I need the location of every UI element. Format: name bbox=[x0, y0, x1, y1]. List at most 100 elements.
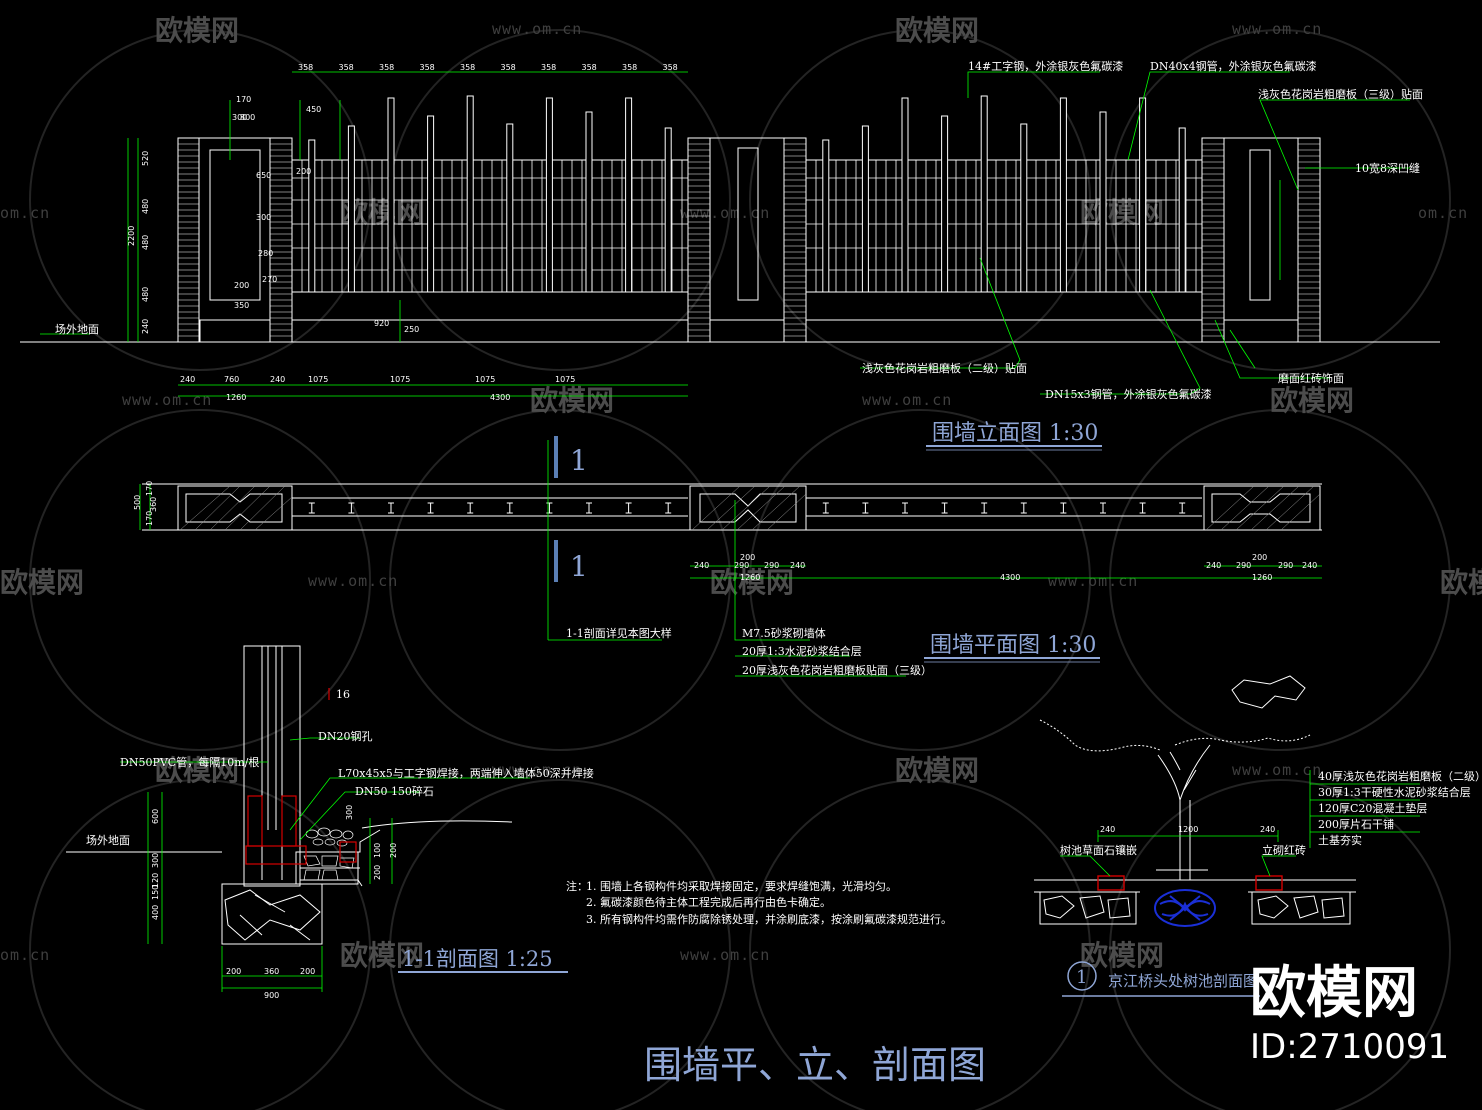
section-marker-bottom: 1 bbox=[570, 550, 588, 583]
tree-pit-right-label: 立砌红砖 bbox=[1262, 843, 1306, 857]
label-granite-3: 浅灰色花岗岩粗磨板（三级）贴面 bbox=[1258, 87, 1423, 101]
plan-dim-value: 240 bbox=[1206, 561, 1221, 570]
tree-pit-bricks bbox=[1097, 875, 1283, 891]
dim-inner-value: 350 bbox=[234, 301, 249, 310]
steel-post bbox=[466, 95, 474, 293]
section-red-hatch bbox=[245, 688, 357, 865]
plan-dim-left-value: 500 bbox=[133, 495, 142, 510]
section-dim-bottom: 200 bbox=[300, 967, 315, 976]
tree-canopy-small bbox=[1231, 675, 1306, 709]
brick-courses bbox=[178, 143, 1320, 337]
steel-post bbox=[1139, 97, 1147, 293]
tree-trunk bbox=[1157, 744, 1211, 880]
watermark-url: om.cn bbox=[0, 204, 50, 222]
watermark-brand: 欧模网 bbox=[340, 939, 424, 972]
watermark-url: om.cn bbox=[1418, 204, 1468, 222]
dim-left-value: 480 bbox=[141, 235, 150, 250]
plan-section-note: 1-1剖面详见本图大样 bbox=[566, 626, 672, 640]
label-steel-pipe-top: DN40x4钢管，外涂银灰色氟碳漆 bbox=[1150, 59, 1317, 73]
steel-post bbox=[1059, 97, 1067, 293]
plan-dim-value: 240 bbox=[694, 561, 709, 570]
dim-inner-value: 800 bbox=[240, 113, 255, 122]
watermark-circles bbox=[29, 29, 1451, 1110]
steel-post bbox=[1099, 111, 1107, 293]
tree-pit-view bbox=[1034, 675, 1356, 925]
tree-pit-leaders bbox=[1060, 770, 1420, 877]
notes-prefix: 注： bbox=[566, 879, 588, 893]
dim-inner-value: 650 bbox=[256, 171, 271, 180]
dim-bottom-value: 240 bbox=[180, 375, 195, 384]
plan-dim-left-value: 360 bbox=[149, 497, 158, 512]
plan-view bbox=[142, 483, 1322, 531]
watermark-brand: 欧模网 bbox=[1440, 566, 1482, 599]
section-dim-right: 200 bbox=[389, 843, 398, 858]
main-title: 围墙平、立、剖面图 bbox=[644, 1043, 986, 1087]
tree-pit-layer: 土基夯实 bbox=[1318, 833, 1362, 847]
note-item-1: 1. 围墙上各钢构件均采取焊接固定，要求焊缝饱满，光滑均匀。 bbox=[586, 879, 897, 893]
dim-inner-value: 300 bbox=[256, 213, 271, 222]
fence-wall-left bbox=[291, 291, 689, 343]
watermark-brand: 欧模网 bbox=[895, 754, 979, 787]
dim-left-value: 520 bbox=[141, 151, 150, 166]
fence-steel-posts bbox=[308, 95, 1186, 293]
dim-inner-value: 450 bbox=[306, 105, 321, 114]
watermark-brand: 欧模网 bbox=[155, 14, 239, 47]
plan-dim-value: 4300 bbox=[1000, 573, 1020, 582]
section-marker-top: 1 bbox=[570, 444, 588, 477]
dim-top-value: 358 bbox=[379, 63, 394, 72]
section-label-t16: 16 bbox=[336, 688, 350, 701]
watermark-brand: 欧模网 bbox=[1080, 196, 1164, 229]
tree-pit-dim: 240 bbox=[1260, 825, 1275, 834]
watermark-url: www.om.cn bbox=[680, 946, 770, 964]
watermark-url: www.om.cn bbox=[1232, 20, 1322, 38]
tree-pit-dim: 1200 bbox=[1178, 825, 1198, 834]
plan-dim-value: 1260 bbox=[1252, 573, 1272, 582]
dim-inner-value: 250 bbox=[404, 325, 419, 334]
dim-bottom-value: 1075 bbox=[308, 375, 328, 384]
tree-canopy bbox=[1039, 719, 1311, 752]
elevation-dimensions bbox=[127, 71, 1281, 397]
plan-dim-value: 290 bbox=[1278, 561, 1293, 570]
steel-post bbox=[506, 123, 514, 293]
dim-inner-value: 270 bbox=[262, 275, 277, 284]
section-wall bbox=[243, 645, 301, 887]
plan-pillar-left bbox=[177, 485, 293, 531]
steel-post bbox=[387, 97, 395, 293]
dim-left-value: 240 bbox=[141, 319, 150, 334]
dim-bottom-value: 1075 bbox=[555, 375, 575, 384]
watermark-url: www.om.cn bbox=[492, 761, 582, 779]
elevation-view bbox=[20, 95, 1440, 343]
tree-pit-number: 1 bbox=[1076, 967, 1087, 988]
steel-post bbox=[1178, 127, 1186, 293]
tree-pit-title: 京江桥头处树池剖面图 bbox=[1108, 972, 1258, 990]
dim-inner-value: 280 bbox=[258, 249, 273, 258]
tree-pit-layer: 120厚C20混凝土垫层 bbox=[1318, 801, 1427, 815]
section-dim-left: 600 bbox=[151, 809, 160, 824]
plan-dim-value: 290 bbox=[734, 561, 749, 570]
dim-inner-value: 200 bbox=[234, 281, 249, 290]
tree-roots bbox=[1154, 889, 1216, 927]
plan-material-leaders bbox=[734, 500, 906, 677]
section-dim-left: 300 bbox=[151, 853, 160, 868]
plan-dim-left-value: 170 bbox=[145, 481, 154, 496]
tree-pit-left-label: 树池草面石镶嵌 bbox=[1060, 843, 1137, 857]
section-dim-left: 150 bbox=[151, 885, 160, 900]
plan-dim-value: 290 bbox=[764, 561, 779, 570]
steel-post bbox=[427, 115, 435, 293]
label-ground: 场外地面 bbox=[55, 322, 99, 336]
plan-dim-value: 200 bbox=[740, 553, 755, 562]
plan-dim-value: 240 bbox=[790, 561, 805, 570]
steel-post bbox=[308, 139, 316, 293]
plan-dimensions bbox=[139, 484, 1322, 579]
section-title: 1-1剖面图 1:25 bbox=[402, 947, 553, 971]
dim-left-value: 480 bbox=[141, 199, 150, 214]
dim-bottom-value: 240 bbox=[270, 375, 285, 384]
dim-top-value: 358 bbox=[582, 63, 597, 72]
watermark-url: www.om.cn bbox=[1232, 761, 1322, 779]
plan-dim-value: 290 bbox=[1236, 561, 1251, 570]
dim-total-left: 1260 bbox=[226, 393, 246, 402]
